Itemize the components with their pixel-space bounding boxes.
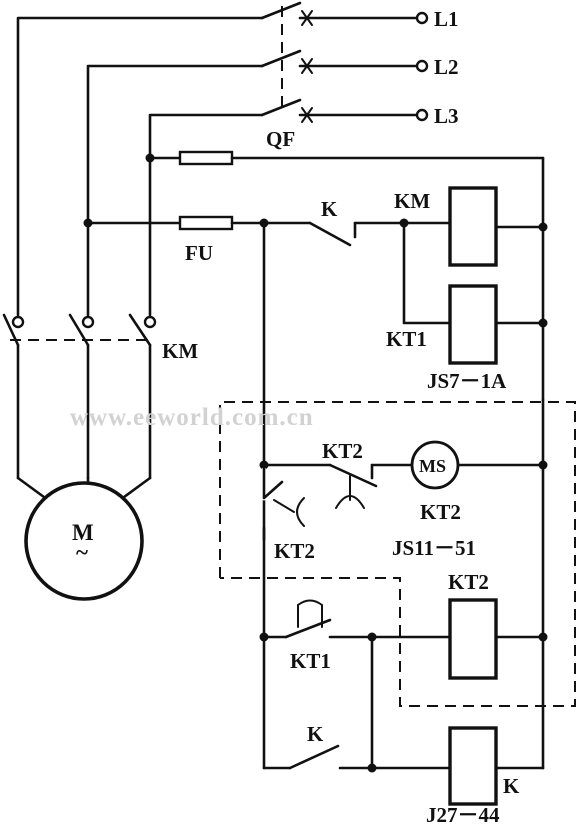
breaker-qf-label: QF xyxy=(266,127,295,151)
coil-km xyxy=(399,186,548,267)
coil-kt1-label: KT1 xyxy=(386,327,427,351)
relay-kt2-enclosure xyxy=(219,401,576,707)
coil-kt2-label: KT2 xyxy=(448,570,489,594)
coil-kt1 xyxy=(402,221,548,365)
motor-ms: MS xyxy=(410,440,548,490)
terminal-l2-label: L2 xyxy=(434,55,459,79)
contact-kt1 xyxy=(259,599,452,642)
coil-km-label: KM xyxy=(394,189,430,213)
terminal-l2: L2 xyxy=(415,55,459,79)
contact-kt2-top-label: KT2 xyxy=(322,439,363,463)
switch-k-bottom xyxy=(262,635,452,773)
contact-kt2-top xyxy=(259,460,414,509)
supply-lines xyxy=(16,1,422,317)
switch-k-bottom-label: K xyxy=(307,722,324,746)
motor-ms-symbol: MS xyxy=(419,456,446,476)
relay-kt2-model: JS11－51 xyxy=(392,536,476,560)
motor-letter: M xyxy=(72,520,94,545)
terminal-l3-label: L3 xyxy=(434,104,459,128)
fuse-fu-label: FU xyxy=(185,241,213,265)
watermark: www.eeworld.com.cn xyxy=(70,404,314,431)
motor-ms-label: KT2 xyxy=(420,500,461,524)
terminal-l3: L3 xyxy=(415,104,459,128)
contact-kt2-left-label: KT2 xyxy=(274,539,315,563)
contact-kt2-left xyxy=(261,463,305,542)
motor-m: M ~ xyxy=(24,481,144,601)
switch-k-top-label: K xyxy=(321,197,338,221)
motor-ac-symbol: ~ xyxy=(76,540,88,565)
coil-kt2 xyxy=(448,598,548,680)
relay-k-model: J27－44 xyxy=(426,803,500,827)
terminal-l1: L1 xyxy=(415,7,459,31)
contactor-km-label: KM xyxy=(162,339,198,363)
control-supply xyxy=(83,150,545,402)
relay-kt1-model: JS7－1A xyxy=(427,369,507,393)
coil-k xyxy=(448,726,545,806)
coil-k-label: K xyxy=(503,774,520,798)
terminal-l1-label: L1 xyxy=(434,7,459,31)
contact-kt1-label: KT1 xyxy=(290,649,331,673)
contactor-km-contacts xyxy=(2,313,157,502)
